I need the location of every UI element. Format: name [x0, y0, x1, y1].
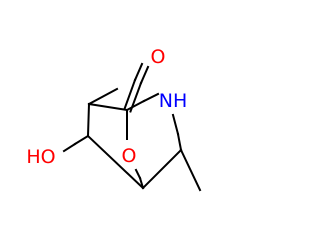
methyl-bond	[179, 148, 202, 192]
carbonyl-oxygen-label: O	[151, 46, 166, 68]
top-ch-to-carbonyl-bond	[87, 102, 129, 112]
molecule-structure-diagram: O NH O HO	[26, 46, 202, 192]
choh-to-top-ch-bond	[86, 102, 91, 138]
bridgehead-to-choh-bond	[86, 134, 145, 190]
hydroxyl-bond	[62, 134, 90, 153]
top-ch-to-ring-carbon-bond	[87, 87, 119, 106]
nitrogen-h-label: NH	[159, 90, 188, 112]
carbonyl-to-nitrogen-bond	[125, 92, 160, 112]
nitrogen-to-ch-bond	[171, 113, 183, 152]
ring-oxygen-label: O	[122, 145, 137, 167]
ch-to-bridgehead-bond	[141, 148, 183, 190]
hydroxyl-label: HO	[26, 146, 55, 168]
